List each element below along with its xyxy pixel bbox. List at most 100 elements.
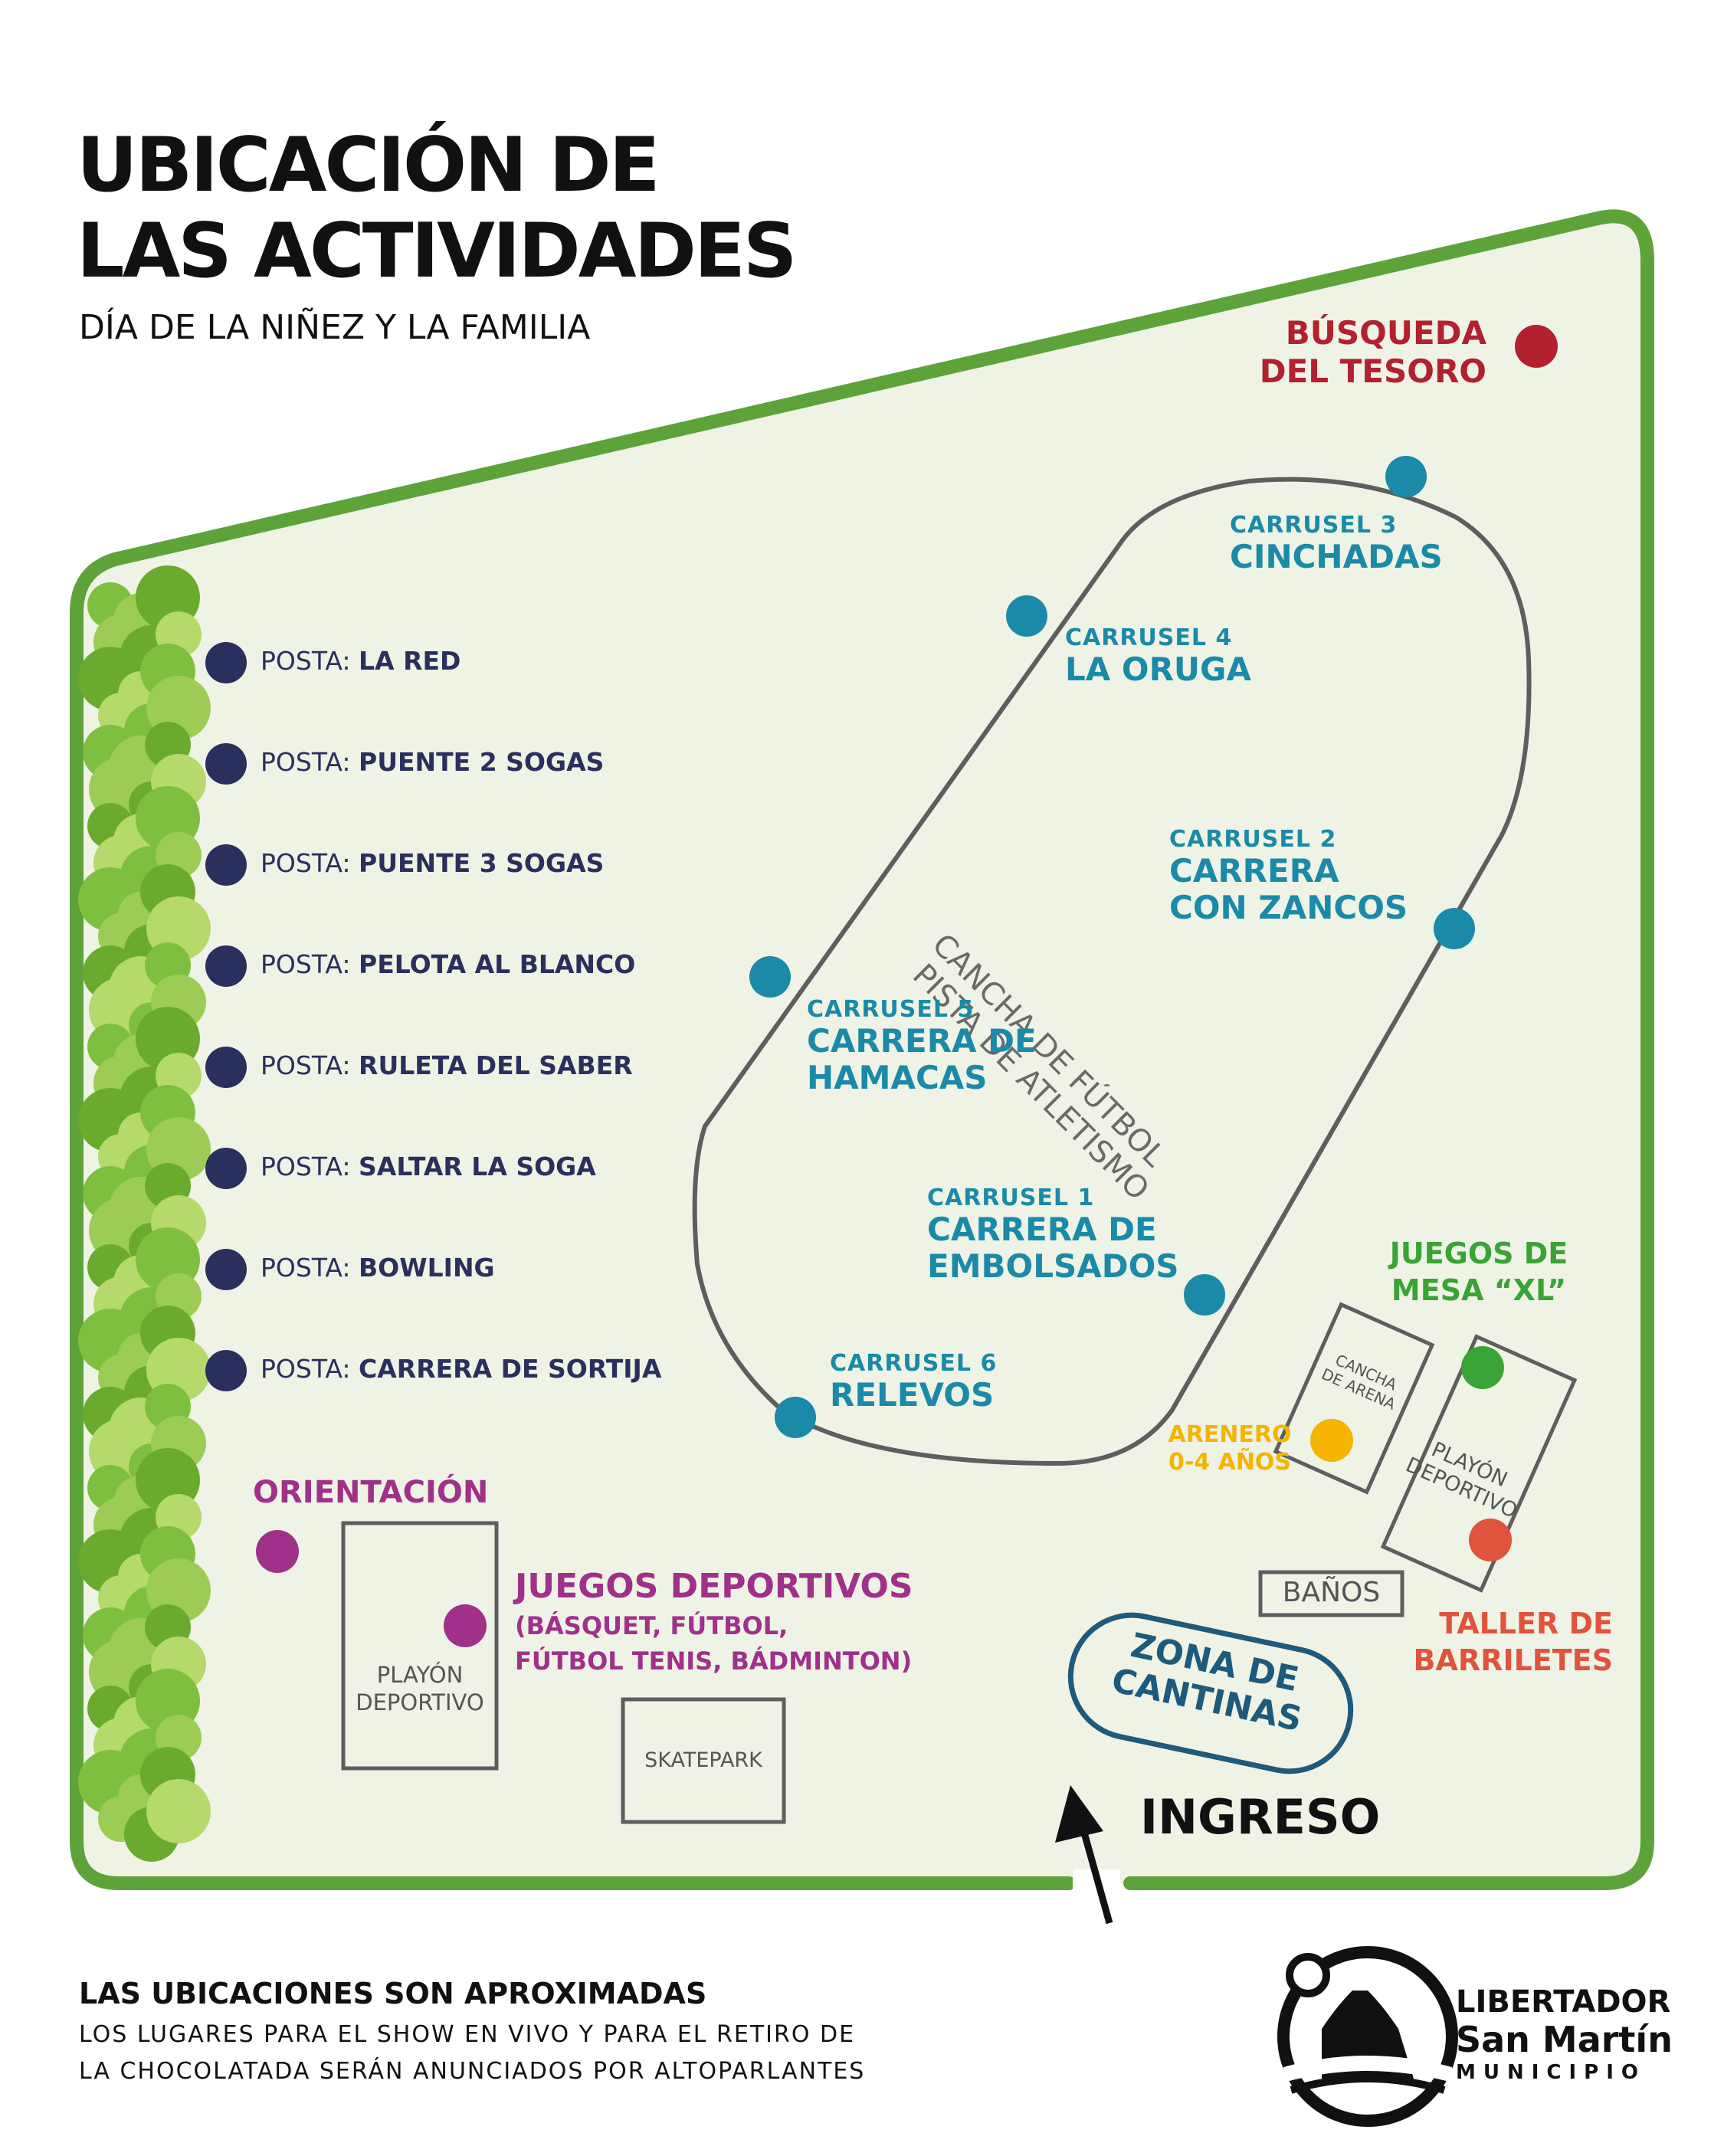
carrusel-6-number: CARRUSEL 6 [830,1350,998,1377]
posta-prefix: POSTA: [261,1253,351,1283]
footer-subnote: LOS LUGARES PARA EL SHOW EN VIVO Y PARA … [79,2017,865,2090]
carrusel-5-number: CARRUSEL 5 [807,996,975,1023]
carrusel-2-name-2: CON ZANCOS [1169,889,1408,926]
carrusel-5-name-1: CARRERA DE [807,1022,1037,1060]
juegos-mesa-line-1: JUEGOS DE [1389,1237,1568,1270]
carrusel-2-name-1: CARRERA [1169,852,1339,890]
cantinas-box [1067,1612,1354,1774]
playon-left-line-2: DEPORTIVO [356,1689,484,1715]
entrance-arrow [1055,1785,1113,1925]
juegos-deportivos-title: JUEGOS DEPORTIVOS [515,1567,913,1606]
busqueda-dot [1515,325,1558,368]
juegos-deportivos-label: JUEGOS DEPORTIVOS (BÁSQUET, FÚTBOL, FÚTB… [515,1565,913,1679]
arenero-line-2: 0-4 AÑOS [1168,1449,1292,1476]
posta-item: POSTA: SALTAR LA SOGA [261,1152,596,1181]
carrusel-2-number: CARRUSEL 2 [1169,826,1337,853]
arenero-label: ARENERO 0-4 AÑOS [1153,1421,1306,1476]
logo-line-2: San Martín [1456,2019,1673,2060]
taller-line-1: TALLER DE [1439,1607,1613,1640]
carrusel-3-number: CARRUSEL 3 [1230,512,1398,539]
carrusel-6-dot [775,1397,816,1438]
posta-dot [205,1047,247,1088]
posta-name: SALTAR LA SOGA [359,1152,596,1181]
tree-row [78,565,211,1862]
logo-text: LIBERTADOR San Martín MUNICIPIO [1456,1984,1673,2086]
posta-name: RULETA DEL SABER [359,1050,633,1080]
taller-label: TALLER DE BARRILETES [1379,1605,1613,1679]
carrusel-5-label: CARRUSEL 5 CARRERA DE HAMACAS [807,996,1037,1096]
footer-note: LAS UBICACIONES SON APROXIMADAS [79,1977,707,2010]
posta-item: POSTA: LA RED [261,646,460,676]
carrusel-1-number: CARRUSEL 1 [927,1184,1095,1211]
skatepark-label: SKATEPARK [644,1748,762,1772]
posta-prefix: POSTA: [261,949,351,979]
municipio-logo [1277,1946,1458,2127]
busqueda-line-1: BÚSQUEDA [1285,314,1486,352]
orientacion-label: ORIENTACIÓN [253,1475,489,1510]
busqueda-line-2: DEL TESORO [1259,352,1486,390]
juegos-mesa-dot [1461,1346,1504,1389]
juegos-deportivos-dot [444,1604,487,1647]
posta-prefix: POSTA: [261,747,351,777]
banos-box [1258,1570,1404,1617]
arenero-dot [1310,1419,1353,1462]
posta-dot [205,642,247,683]
title-line-2: LAS ACTIVIDADES [77,208,797,295]
taller-dot [1469,1519,1512,1561]
carrusel-1-name-2: EMBOLSADOS [927,1247,1179,1285]
playon-left-label: PLAYÓN DEPORTIVO [343,1661,497,1716]
page-subtitle: DÍA DE LA NIÑEZ Y LA FAMILIA [79,308,591,347]
carrusel-4-dot [1006,595,1047,637]
posta-dot [205,1350,247,1391]
posta-prefix: POSTA: [261,848,351,878]
carrusel-6-label: CARRUSEL 6 RELEVOS [830,1350,997,1414]
carrusel-1-dot [1184,1274,1225,1316]
posta-dot [205,844,247,886]
posta-prefix: POSTA: [261,1152,351,1181]
posta-name: LA RED [359,646,461,676]
taller-line-2: BARRILETES [1413,1643,1613,1677]
carrusel-2-label: CARRUSEL 2 CARRERA CON ZANCOS [1169,826,1408,926]
carrusel-4-number: CARRUSEL 4 [1065,624,1233,651]
playon-right-box [1380,1334,1578,1593]
posta-prefix: POSTA: [261,646,351,676]
playon-left-line-1: PLAYÓN [376,1662,464,1688]
posta-name: CARRERA DE SORTIJA [359,1354,662,1384]
juegos-mesa-label: JUEGOS DE MESA “XL” [1379,1235,1578,1309]
carrusel-3-name: CINCHADAS [1230,538,1443,575]
posta-prefix: POSTA: [261,1050,351,1080]
carrusel-1-name-1: CARRERA DE [927,1211,1157,1248]
posta-dot [205,1249,247,1290]
posta-name: PELOTA AL BLANCO [359,949,636,979]
skatepark-box [621,1697,786,1824]
logo-line-1: LIBERTADOR [1456,1984,1671,2020]
posta-item: POSTA: PUENTE 3 SOGAS [261,848,604,878]
posta-name: PUENTE 2 SOGAS [359,747,605,777]
carrusel-3-label: CARRUSEL 3 CINCHADAS [1230,512,1443,575]
carrusel-5-dot [749,956,791,998]
juegos-deportivos-sub-2: FÚTBOL TENIS, BÁDMINTON) [515,1646,913,1676]
posta-name: PUENTE 3 SOGAS [359,848,605,878]
posta-item: POSTA: RULETA DEL SABER [261,1050,633,1080]
posta-item: POSTA: CARRERA DE SORTIJA [261,1354,661,1384]
carrusel-1-label: CARRUSEL 1 CARRERA DE EMBOLSADOS [927,1184,1179,1285]
juegos-mesa-line-2: MESA “XL” [1391,1273,1567,1307]
posta-item: POSTA: BOWLING [261,1253,495,1283]
posta-item: POSTA: PUENTE 2 SOGAS [261,747,604,777]
carrusel-5-name-2: HAMACAS [807,1059,988,1096]
carrusel-3-dot [1385,456,1427,497]
cancha-arena-box [1273,1302,1435,1495]
orientacion-dot [256,1530,299,1573]
posta-item: POSTA: PELOTA AL BLANCO [261,949,635,979]
carrusel-6-name: RELEVOS [830,1376,995,1414]
carrusel-4-label: CARRUSEL 4 LA ORUGA [1065,624,1251,688]
athletics-track [692,477,1532,1466]
page-title: UBICACIÓN DE LAS ACTIVIDADES [77,123,797,295]
posta-dot [205,743,247,785]
carrusel-4-name: LA ORUGA [1065,650,1252,688]
posta-dot [205,945,247,987]
park-border-right [70,209,1654,1890]
banos-label: BAÑOS [1282,1577,1381,1608]
park-boundary [77,216,1647,1883]
